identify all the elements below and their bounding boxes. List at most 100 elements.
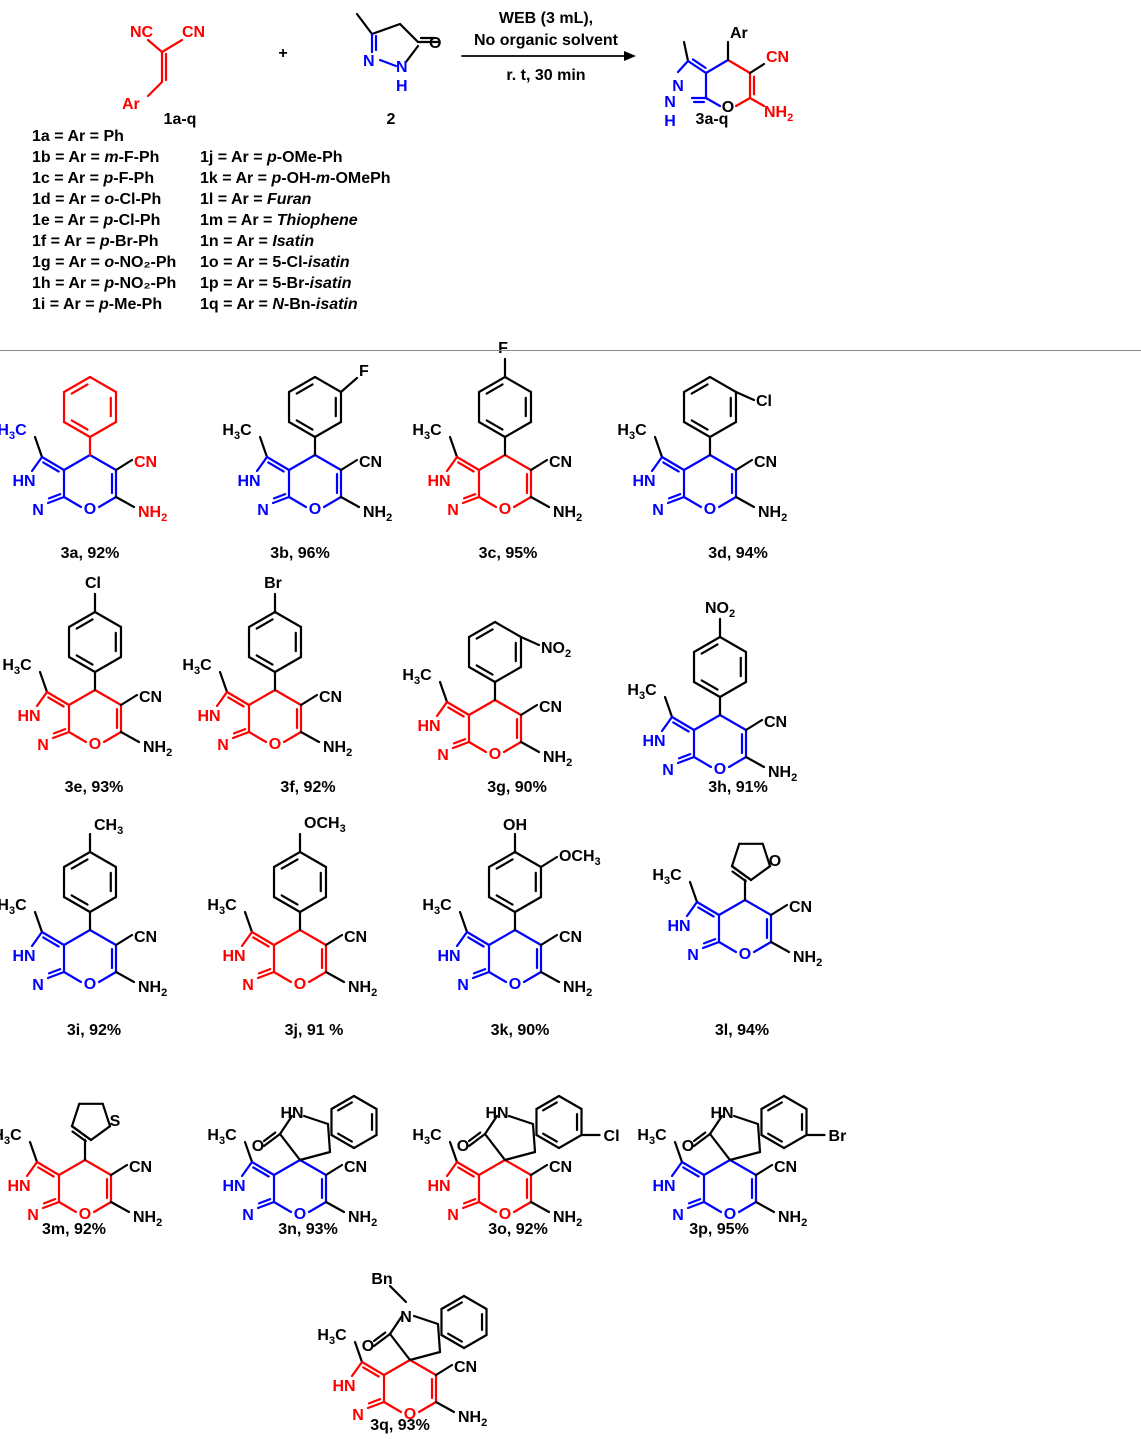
bond [447,1332,463,1343]
bond [272,850,302,869]
legend-entry: 1d = Ar = o-Cl-Ph [32,191,162,208]
bond [57,1200,78,1214]
carbonyl-oxygen-label: O [457,1138,469,1155]
condition-time: r. t, 30 min [506,67,585,84]
bond [529,1200,551,1214]
thiophene-sulfur-label: S [110,1113,121,1130]
pyrazole-n-label: N [352,1407,364,1424]
bond [493,698,523,717]
pyran-oxygen-label: O [269,736,281,753]
bond [728,1158,758,1177]
aryl-label: Ar [730,25,748,42]
bond [462,1333,488,1350]
methyl-label: H3C [422,897,452,917]
pyran-oxygen-label: O [724,1206,736,1223]
pyran-oxygen-label: O [89,736,101,753]
bond [752,940,773,954]
bond [512,495,533,509]
bond [33,435,44,459]
bond [330,1133,356,1150]
bond [243,1140,254,1164]
bond [146,38,164,54]
bond [502,740,523,754]
methyl-label: H3C [207,1127,237,1147]
methoxy-label: OCH3 [304,815,346,835]
isatin-benzo-ring [760,1094,808,1150]
bond [434,1400,456,1414]
bond [448,1140,459,1164]
bond [717,898,747,917]
hydroxy-label: OH [503,817,527,834]
bond [467,1132,487,1148]
product-caption-3m: 3m, 92% [41,1221,107,1238]
aryl-ring [272,850,328,914]
bond [97,970,118,984]
bond [677,753,692,760]
bond [299,693,319,707]
pyran-oxygen-label: O [294,976,306,993]
pyrazole-nh-label: HN [222,1178,245,1195]
bond [529,458,549,472]
bond [240,1160,254,1178]
bond [382,1358,412,1377]
bond [372,1331,387,1343]
product-caption-3b: 3b, 96% [270,545,330,562]
bond [708,420,738,439]
bond [462,1294,488,1311]
bond [70,858,89,870]
methyl-label: H3C [207,897,237,917]
bond [440,1294,466,1311]
bond [688,880,699,904]
pyrazole-n-label: N [457,977,469,994]
legend-entry: 1q = Ar = N-Bn-isatin [200,296,358,313]
legend-entry: 1f = Ar = p-Br-Ph [32,233,159,250]
pyrazole-nh-label: HN [632,473,655,490]
nitrogen-label: N [672,78,684,95]
legend-entry: 1e = Ar = p-Cl-Ph [32,212,161,229]
bond [42,936,60,948]
methyl-label: H3C [412,1127,442,1147]
reactant-2-label: 2 [387,111,396,128]
bond [360,1360,386,1377]
nitrile-label: CN [134,454,157,471]
legend-entry: 1b = Ar = m-F-Ph [32,149,160,166]
nitrogen-label: N [363,53,375,70]
bond [485,383,504,395]
carbonyl-oxygen-label: O [252,1138,264,1155]
amine-label: NH2 [348,1209,377,1229]
bond [227,696,245,708]
pyrazole-nh-label: HN [12,948,35,965]
amine-label: NH2 [363,504,392,524]
bond [744,755,766,769]
product-caption-3l: 3l, 94% [714,1022,770,1039]
bond [109,1200,131,1214]
nitrile-label: CN [549,454,572,471]
nitrile-label: CN [182,24,205,41]
methyl-label: H3C [402,667,432,687]
bond [255,654,274,666]
bond [57,1158,87,1177]
bond [704,58,730,75]
bond [434,1363,454,1377]
bond [754,1200,776,1214]
bond [388,1332,412,1362]
methyl-label: H3C [222,422,252,442]
bond [718,680,748,699]
bond [760,1094,786,1111]
aryl-ring [487,850,543,914]
bond [42,1198,57,1205]
bond [272,493,287,500]
aryl-ring [62,850,118,914]
bond [382,1400,403,1414]
legend-entry: 1i = Ar = p-Me-Ph [32,296,163,313]
isatin-nitrogen-label: N [400,1309,412,1326]
carbonyl-oxygen-label: O [362,1338,374,1355]
halogen-label: Cl [756,393,772,410]
reactant-1-label: 1a-q [164,111,197,128]
bond [650,455,664,473]
